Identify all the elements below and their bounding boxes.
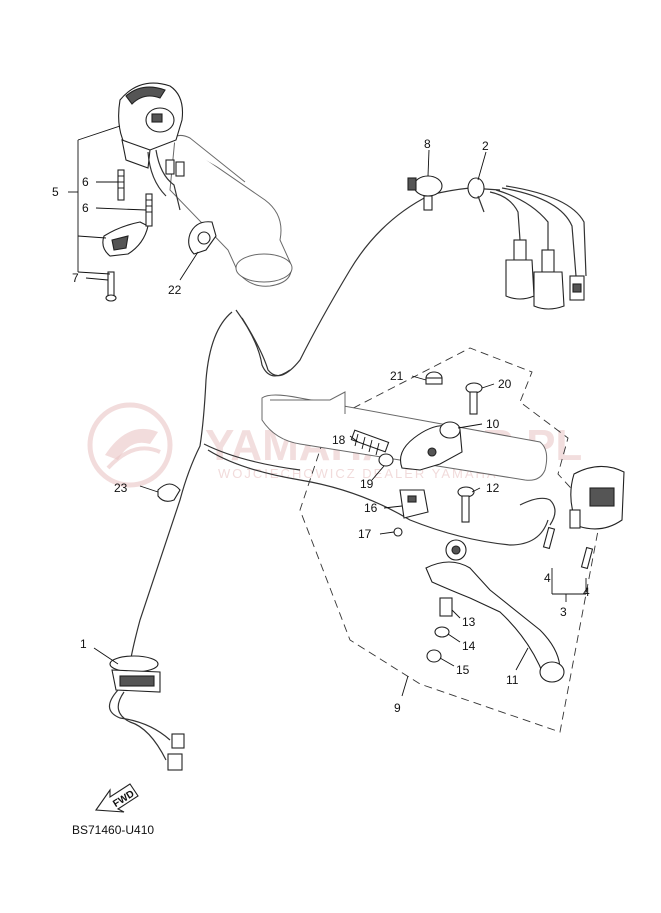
callout-23: 23 xyxy=(114,481,128,495)
callout-18: 18 xyxy=(332,433,346,447)
callout-14: 14 xyxy=(462,639,476,653)
screw-4a xyxy=(542,526,556,550)
cable-main xyxy=(129,187,556,665)
callout-6b: 6 xyxy=(82,201,89,215)
switch-right-3 xyxy=(569,465,625,530)
cap-21 xyxy=(425,371,443,385)
handlebar-upper-ghost xyxy=(169,134,293,287)
callout-22: 22 xyxy=(168,283,182,297)
bracket-16 xyxy=(399,489,429,519)
lever-holder-10 xyxy=(399,421,463,471)
diagram-code: BS71460-U410 xyxy=(72,823,154,837)
callout-11: 11 xyxy=(506,673,519,687)
callout-6a: 6 xyxy=(82,175,89,189)
callout-1: 1 xyxy=(80,637,87,651)
screw-6b xyxy=(145,193,153,227)
switch-lower-1 xyxy=(108,655,185,771)
callout-12: 12 xyxy=(486,481,500,495)
callout-3: 3 xyxy=(560,605,567,619)
callout-13: 13 xyxy=(462,615,476,629)
callout-4b: 4 xyxy=(583,585,590,599)
watermark-logo xyxy=(87,402,173,488)
callout-8: 8 xyxy=(424,137,431,151)
callout-5: 5 xyxy=(52,185,59,199)
callout-10: 10 xyxy=(486,417,500,431)
cable-clamp-2 xyxy=(467,177,485,213)
callout-21: 21 xyxy=(390,369,404,383)
screw-7 xyxy=(105,271,117,302)
spring-18 xyxy=(350,429,390,456)
switch-housing-upper xyxy=(118,82,184,169)
leader-lines xyxy=(85,149,529,697)
clip-23 xyxy=(157,483,181,502)
callout-9: 9 xyxy=(394,701,401,715)
bolt-12 xyxy=(457,486,475,523)
callout-bracket-3 xyxy=(551,568,587,602)
switch-housing-lower xyxy=(102,221,149,257)
nut-15 xyxy=(426,649,442,663)
callouts: 1 2 3 4 4 5 6 6 7 8 9 10 11 12 13 14 15 … xyxy=(52,137,590,715)
callout-16: 16 xyxy=(364,501,378,515)
screw-4b xyxy=(580,546,594,570)
screw-17 xyxy=(393,527,403,537)
clamp-22 xyxy=(188,221,217,255)
callout-17: 17 xyxy=(358,527,372,541)
callout-15: 15 xyxy=(456,663,470,677)
nut-19 xyxy=(378,453,394,467)
callout-2: 2 xyxy=(482,139,489,153)
callout-19: 19 xyxy=(360,477,374,491)
callout-7: 7 xyxy=(72,271,79,285)
collar-13 xyxy=(439,597,453,617)
callout-bracket-5 xyxy=(68,125,121,275)
handlebar-lower-ghost xyxy=(261,391,548,481)
bolt-20 xyxy=(465,382,483,415)
connector-bundle xyxy=(489,185,587,310)
washer-14 xyxy=(434,626,450,638)
callout-4a: 4 xyxy=(544,571,551,585)
lever-11 xyxy=(425,539,565,683)
fwd-arrow-icon: FWD xyxy=(94,783,139,813)
screw-6a xyxy=(117,169,125,201)
upper-wiring xyxy=(147,149,185,211)
callout-20: 20 xyxy=(498,377,512,391)
